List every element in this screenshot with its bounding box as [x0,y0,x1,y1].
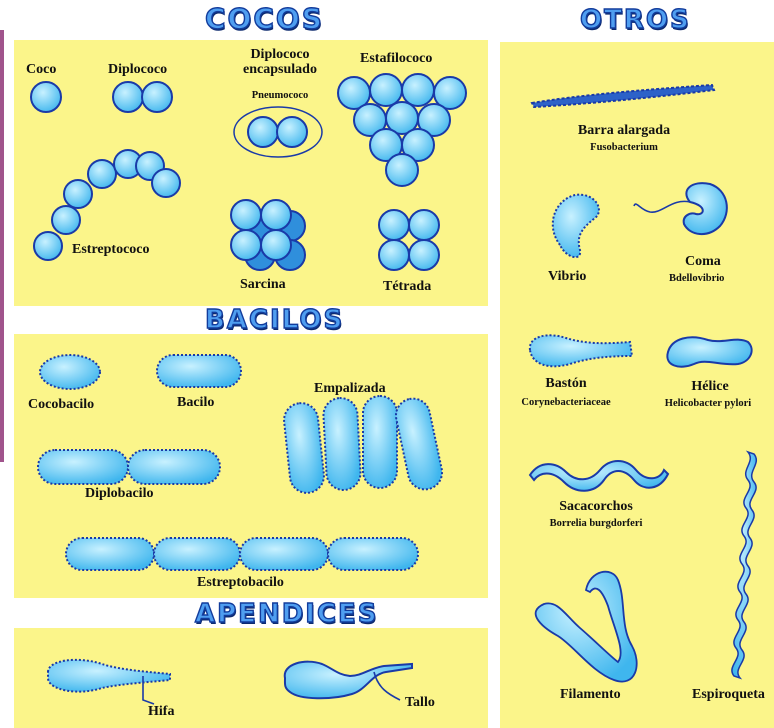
bacilo-label: Bacilo [177,396,214,411]
tallo-shape [285,662,412,699]
helice-label: Hélice [691,380,728,395]
espiroqueta-shape [732,452,756,678]
tallo-label: Tallo [405,696,435,711]
vibrio-label: Vibrio [548,270,586,285]
vibrio-shape [553,195,599,258]
diplococo-label: Diplococo [108,63,167,78]
sarcina-label: Sarcina [240,278,286,293]
filamento-label: Filamento [560,688,621,703]
cocobacilo-shape [40,355,100,389]
borrelia-label: Borrelia burgdorferi [550,518,643,529]
sarcina-shape [231,200,305,270]
coco-shape [31,82,61,112]
cocobacilo-label: Cocobacilo [28,398,94,413]
barra-alargada-label: Barra alargada [578,124,670,139]
coco-label: Coco [26,63,56,78]
baston-shape [530,335,632,366]
baston-label: Bastón [545,377,586,392]
coma-label: Coma [685,255,721,270]
pneumococo-label: Pneumococo [252,90,309,101]
filamento-shape [536,572,637,682]
coma-flagellum [634,201,690,212]
bacilo-shape [157,355,241,387]
tetrada-shape [379,210,439,270]
empalizada-shape [282,395,445,494]
diplococo-shape [113,82,172,112]
fusobacterium-label: Fusobacterium [590,142,658,153]
tallo-pointer [374,672,400,700]
estreptobacilo-shape [66,538,418,570]
bdellovibrio-label: Bdellovibrio [669,273,724,284]
empalizada-label: Empalizada [314,382,386,397]
estafilococo-shape [338,74,466,186]
hifa-label: Hifa [148,705,174,720]
hifa-shape [48,660,170,692]
diplobacilo-label: Diplobacilo [85,487,153,502]
corynebacteriaceae-label: Corynebacteriaceae [521,397,610,408]
estreptobacilo-label: Estreptobacilo [197,576,284,591]
estafilococo-label: Estafilococo [360,52,432,67]
sacacorchos-label: Sacacorchos [559,500,633,515]
tetrada-label: Tétrada [383,280,431,295]
barra-alargada-shape [532,85,714,107]
helicobacter-label: Helicobacter pylori [665,398,751,409]
coma-shape [684,183,727,234]
diplococo-encapsulado-label: Diplococo encapsulado [230,48,330,77]
estreptococo-label: Estreptococo [72,243,150,258]
sacacorchos-shape [530,461,668,491]
helice-shape [667,337,751,366]
diplococo-encapsulado-shape [234,107,322,157]
espiroqueta-label: Espiroqueta [692,688,765,703]
diplobacilo-shape [38,450,220,484]
